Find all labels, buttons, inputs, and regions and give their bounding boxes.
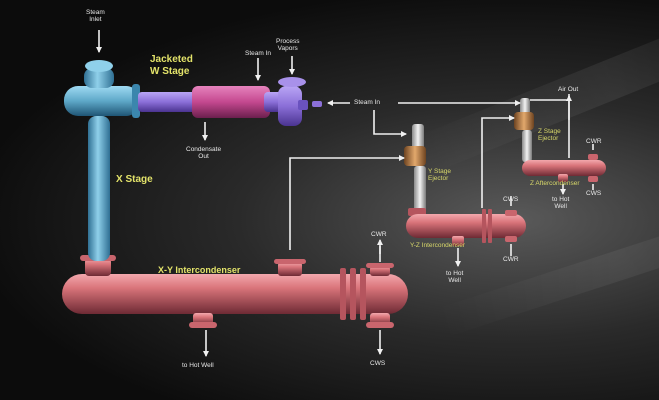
y-z-intercondenser-tank	[406, 209, 526, 246]
x-stage-ejector	[64, 60, 140, 261]
label-cws-yz: CWS	[503, 196, 518, 203]
label-air-out: Air Out	[558, 86, 578, 93]
label-steam-inlet: Steam Inlet	[86, 9, 105, 23]
z-aftercondenser-tank	[522, 90, 606, 182]
label-cws-xy: CWS	[370, 360, 385, 367]
label-y-z-intercondenser: Y-Z Intercondenser	[410, 242, 465, 249]
label-cwr-z: CWR	[586, 138, 602, 145]
label-x-stage: X Stage	[116, 174, 153, 186]
label-steam-in-mid: Steam In	[354, 99, 380, 106]
z-stage-ejector	[514, 98, 534, 162]
label-jacketed-w-stage: Jacketed W Stage	[150, 54, 193, 78]
label-cwr-yz: CWR	[503, 256, 519, 263]
label-steam-in-top: Steam In	[245, 50, 271, 57]
label-z-aftercondenser: Z Aftercondenser	[530, 180, 580, 187]
label-z-stage-ejector: Z Stage Ejector	[538, 128, 561, 142]
label-to-hot-well-xy: to Hot Well	[182, 362, 214, 369]
label-x-y-intercondenser: X-Y Intercondenser	[158, 265, 240, 275]
label-y-stage-ejector: Y Stage Ejector	[428, 168, 451, 182]
y-stage-ejector	[404, 124, 426, 216]
label-to-hot-well-yz: to Hot Well	[446, 270, 463, 284]
label-to-hot-well-z: to Hot Well	[552, 196, 569, 210]
label-process-vapors: Process Vapors	[276, 38, 299, 52]
label-condensate-out: Condensate Out	[186, 146, 221, 160]
label-cws-z: CWS	[586, 190, 601, 197]
label-cwr-xy: CWR	[371, 231, 387, 238]
jacketed-w-stage	[138, 77, 322, 126]
